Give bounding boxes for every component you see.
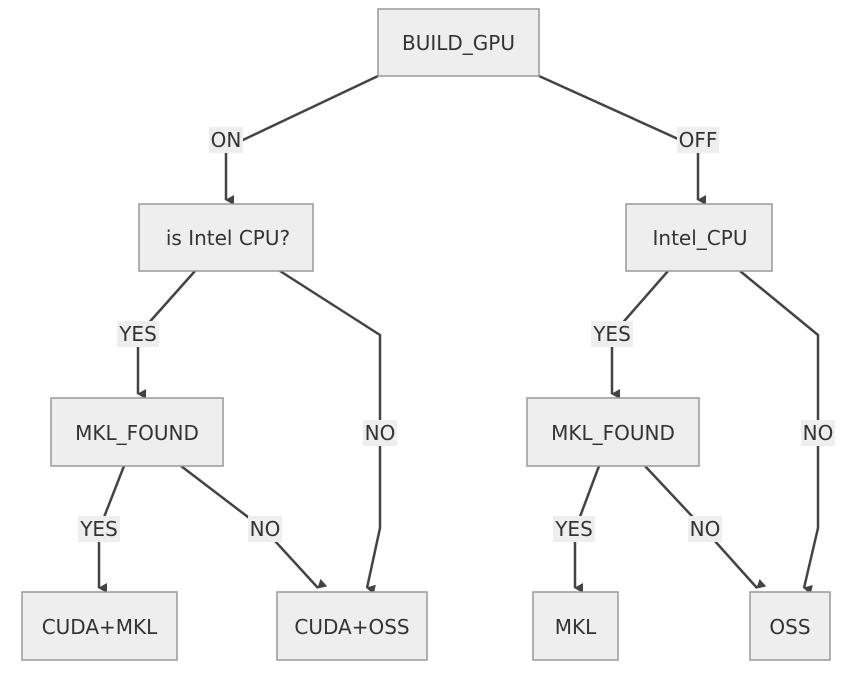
edge-build-to-isintel: [224, 74, 379, 205]
edge-labels: ON OFF YES NO YES NO YES NO YES NO: [78, 127, 835, 542]
node-label: OSS: [769, 615, 810, 639]
edge-label-on: ON: [211, 128, 242, 152]
edge-label-yes: YES: [79, 517, 118, 541]
edge-label-no: NO: [365, 421, 396, 445]
nodes: BUILD_GPU is Intel CPU? Intel_CPU MKL_FO…: [21, 8, 831, 661]
node-label: CUDA+MKL: [42, 615, 158, 639]
node-label: BUILD_GPU: [402, 31, 515, 55]
node-label: MKL: [555, 615, 597, 639]
edge-label-yes: YES: [118, 322, 157, 346]
node-build-gpu: BUILD_GPU: [377, 8, 540, 77]
node-mkl: MKL: [532, 591, 619, 661]
node-mkl-found-right: MKL_FOUND: [526, 397, 700, 467]
node-cuda-mkl: CUDA+MKL: [21, 591, 178, 661]
node-label: MKL_FOUND: [75, 421, 199, 445]
edge-label-no: NO: [803, 421, 834, 445]
node-mkl-found-left: MKL_FOUND: [50, 397, 224, 467]
edge-label-off: OFF: [679, 128, 718, 152]
node-label: CUDA+OSS: [294, 615, 409, 639]
edge-label-no: NO: [690, 517, 721, 541]
edge-label-yes: YES: [592, 322, 631, 346]
edge-label-yes: YES: [554, 517, 593, 541]
node-is-intel-cpu: is Intel CPU?: [138, 203, 314, 272]
edge-label-no: NO: [250, 517, 281, 541]
edge-build-to-intelcpu: [538, 74, 706, 205]
node-label: is Intel CPU?: [166, 226, 290, 250]
node-oss: OSS: [749, 591, 831, 661]
node-intel-cpu: Intel_CPU: [625, 203, 773, 272]
node-label: MKL_FOUND: [551, 421, 675, 445]
node-label: Intel_CPU: [653, 226, 748, 250]
node-cuda-oss: CUDA+OSS: [276, 591, 428, 661]
